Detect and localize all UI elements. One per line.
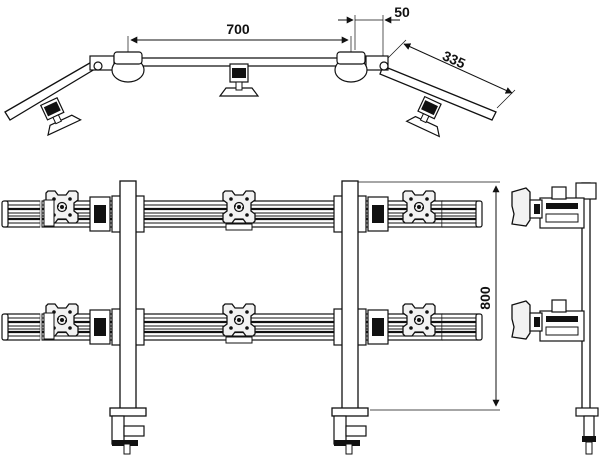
dimension-50-label: 50	[394, 4, 410, 20]
vesa-plate	[222, 190, 256, 224]
dimension-800-label: 800	[477, 286, 493, 310]
right-desk-clamp	[331, 407, 369, 455]
left-pole	[119, 180, 137, 412]
front-view: 800	[1, 180, 500, 455]
side-view	[511, 182, 599, 455]
vesa-plate	[402, 303, 436, 337]
vesa-plate	[222, 303, 256, 337]
dimension-700-label: 700	[226, 21, 250, 37]
right-pole	[341, 180, 359, 412]
top-view: 700 50 335	[4, 4, 516, 138]
dimension-335-label: 335	[440, 47, 468, 71]
left-desk-clamp	[109, 407, 147, 455]
vesa-plate	[402, 190, 436, 224]
